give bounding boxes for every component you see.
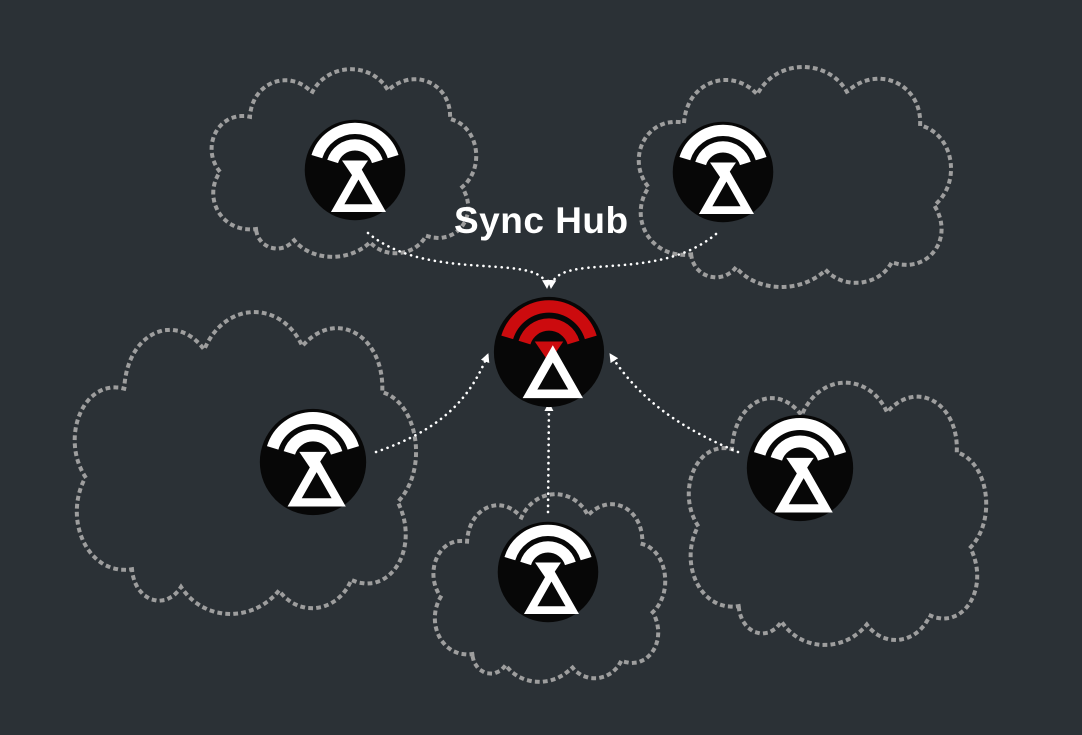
wifi-device-icon-top-right (673, 122, 774, 223)
wifi-sync-hub-icon (494, 297, 604, 407)
cloud-mid-right (689, 383, 986, 645)
wifi-device-icon-mid-left (260, 409, 366, 515)
sync-arrow-mid-left (374, 352, 490, 454)
wifi-device-icon-mid-right (747, 415, 853, 521)
wifi-device-icon-top-left (305, 120, 406, 221)
sync-arrow-top-left (366, 231, 552, 290)
hub-label: Sync Hub (454, 200, 629, 241)
sync-arrow-bottom-center (544, 401, 554, 514)
sync-arrow-top-right (547, 232, 718, 290)
wifi-device-icon-bottom-center (498, 522, 599, 623)
sync-arrow-mid-right (608, 352, 740, 454)
